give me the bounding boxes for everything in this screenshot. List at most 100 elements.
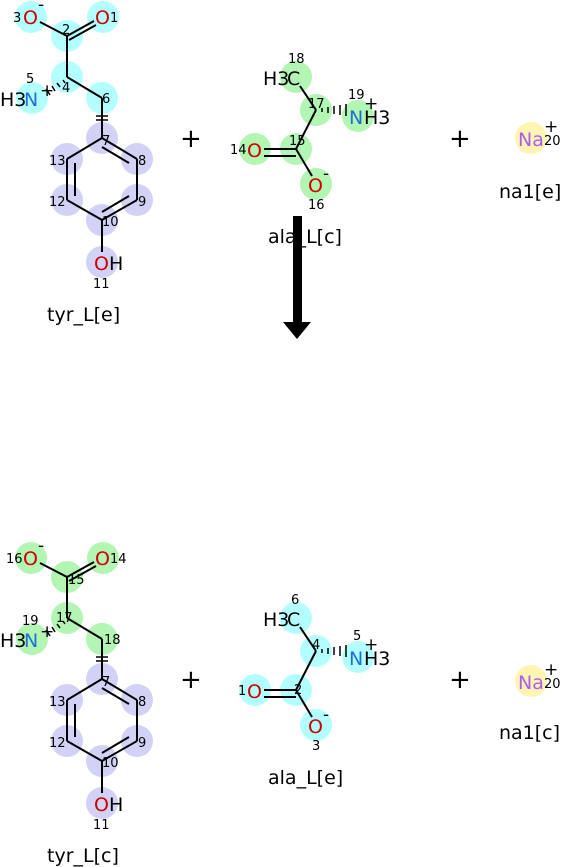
ala-bot-num-2: 2 bbox=[294, 683, 302, 698]
tyr-bot-o16-charge: - bbox=[38, 536, 44, 556]
tyr-bot-hash bbox=[45, 620, 66, 637]
tyr-bot-num-10: 10 bbox=[102, 756, 119, 771]
tyr-top-hash bbox=[45, 79, 66, 96]
tyr-top-n5: N bbox=[24, 89, 38, 111]
ala-bot-c6: C bbox=[287, 609, 300, 631]
ala-bot-n5: N bbox=[349, 648, 363, 670]
tyr-bot-h11: H bbox=[109, 794, 123, 816]
na-bot-atom: Na bbox=[518, 672, 544, 694]
tyr-bot-num-13: 13 bbox=[49, 695, 66, 710]
ala-top-hash bbox=[321, 104, 347, 116]
tyr-bot-num-19: 19 bbox=[22, 614, 39, 629]
ala-bot-name: ala_L[e] bbox=[268, 767, 343, 789]
tyr-bot-molecule: O - O H3 N + O H 16 14 15 19 17 18 7 13 … bbox=[0, 536, 153, 833]
ala-top-n-charge: + bbox=[364, 94, 378, 114]
na-top-num: 20 bbox=[544, 134, 561, 149]
tyr-top-o3: O bbox=[23, 7, 38, 29]
tyr-top-num-2: 2 bbox=[62, 23, 70, 38]
reaction-arrow bbox=[283, 216, 311, 339]
ala-top-h19: H3 bbox=[364, 107, 390, 129]
tyr-top-bonds bbox=[39, 20, 138, 252]
tyr-bot-ticks bbox=[96, 656, 108, 662]
tyr-top-num-10: 10 bbox=[102, 215, 119, 230]
ala-bot-molecule: H3 C N H3 + O O - 6 5 4 1 2 3 bbox=[238, 593, 390, 754]
ala-bot-o3: O bbox=[308, 716, 323, 738]
tyr-top-num-5: 5 bbox=[26, 72, 34, 87]
ala-top-n19: N bbox=[349, 107, 363, 129]
tyr-top-h3: H3 bbox=[0, 89, 26, 111]
ala-bot-h5: H3 bbox=[364, 648, 390, 670]
tyr-top-num-12: 12 bbox=[49, 195, 66, 210]
tyr-bot-num-18: 18 bbox=[104, 633, 121, 648]
ala-bot-num-5: 5 bbox=[353, 629, 361, 644]
na-bot-molecule: Na + 20 bbox=[515, 660, 561, 697]
ala-bot-num-1: 1 bbox=[238, 684, 246, 699]
tyr-bot-name: tyr_L[c] bbox=[47, 845, 119, 867]
tyr-bot-num-15: 15 bbox=[68, 573, 85, 588]
ala-top-num-18: 18 bbox=[288, 52, 305, 67]
tyr-top-num-8: 8 bbox=[138, 154, 146, 169]
ala-bot-highlights bbox=[239, 602, 374, 741]
ala-top-molecule: H3 C N H3 + O O - 18 19 17 14 15 16 bbox=[230, 52, 390, 213]
ala-top-num-17: 17 bbox=[308, 97, 325, 112]
tyr-bot-n19-charge: + bbox=[40, 622, 54, 642]
tyr-top-num-9: 9 bbox=[138, 195, 146, 210]
tyr-top-highlights bbox=[15, 1, 153, 278]
tyr-bot-h3: H3 bbox=[0, 630, 26, 652]
tyr-top-o3-charge: - bbox=[38, 0, 44, 15]
plus-sign-top-1: + bbox=[180, 124, 202, 154]
ala-bot-hash bbox=[321, 645, 347, 657]
tyr-bot-bonds bbox=[39, 561, 138, 793]
ala-top-name: ala_L[c] bbox=[268, 226, 342, 248]
ala-top-num-14: 14 bbox=[230, 143, 247, 158]
ala-top-num-15: 15 bbox=[289, 134, 306, 149]
tyr-top-n5-charge: + bbox=[40, 81, 54, 101]
ala-top-o-charge: - bbox=[323, 164, 329, 184]
tyr-top-num-11: 11 bbox=[93, 277, 110, 292]
tyr-top-num-7: 7 bbox=[102, 134, 110, 149]
ala-bot-h3: H3 bbox=[263, 609, 289, 631]
ala-top-num-19: 19 bbox=[348, 88, 365, 103]
ala-top-c18: C bbox=[287, 68, 300, 90]
tyr-bot-num-8: 8 bbox=[138, 695, 146, 710]
tyr-bot-num-7: 7 bbox=[102, 675, 110, 690]
na-bot-num: 20 bbox=[544, 677, 561, 692]
tyr-top-num-13: 13 bbox=[49, 154, 66, 169]
tyr-top-name: tyr_L[e] bbox=[47, 304, 120, 326]
plus-sign-top-2: + bbox=[449, 124, 471, 154]
ala-top-num-16: 16 bbox=[308, 198, 325, 213]
tyr-top-num-1: 1 bbox=[110, 11, 118, 26]
tyr-bot-num-14: 14 bbox=[110, 552, 127, 567]
tyr-top-num-4: 4 bbox=[62, 81, 70, 96]
ala-bot-num-4: 4 bbox=[312, 638, 320, 653]
tyr-bot-num-17: 17 bbox=[56, 611, 73, 626]
na-bot-charge: + bbox=[544, 660, 558, 680]
tyr-bot-o14: O bbox=[95, 548, 110, 570]
plus-sign-bot-1: + bbox=[180, 665, 202, 695]
tyr-bot-o16: O bbox=[23, 548, 38, 570]
tyr-bot-num-12: 12 bbox=[49, 736, 66, 751]
tyr-top-ticks bbox=[96, 115, 108, 121]
tyr-top-h11: H bbox=[109, 253, 123, 275]
tyr-bot-num-11: 11 bbox=[93, 818, 110, 833]
na-top-charge: + bbox=[544, 117, 558, 137]
ala-top-bonds bbox=[264, 85, 317, 177]
ala-top-o16: O bbox=[308, 175, 323, 197]
tyr-top-num-6: 6 bbox=[102, 92, 110, 107]
na-top-molecule: Na + 20 bbox=[515, 117, 561, 154]
ala-top-h3: H3 bbox=[263, 68, 289, 90]
tyr-top-o11: O bbox=[94, 253, 109, 275]
plus-sign-bot-2: + bbox=[449, 665, 471, 695]
tyr-top-num-3: 3 bbox=[13, 11, 21, 26]
na-bot-name: na1[c] bbox=[499, 722, 560, 744]
ala-top-o14: O bbox=[247, 140, 262, 162]
tyr-bot-o11: O bbox=[94, 794, 109, 816]
tyr-top-molecule: O - O H3 N + O H 3 1 2 5 4 6 7 13 8 12 9… bbox=[0, 0, 153, 292]
tyr-bot-num-9: 9 bbox=[138, 736, 146, 751]
tyr-top-o1: O bbox=[95, 7, 110, 29]
ala-bot-num-3: 3 bbox=[312, 739, 320, 754]
ala-bot-o1: O bbox=[247, 681, 262, 703]
na-top-atom: Na bbox=[518, 129, 544, 151]
tyr-bot-n19: N bbox=[24, 630, 38, 652]
